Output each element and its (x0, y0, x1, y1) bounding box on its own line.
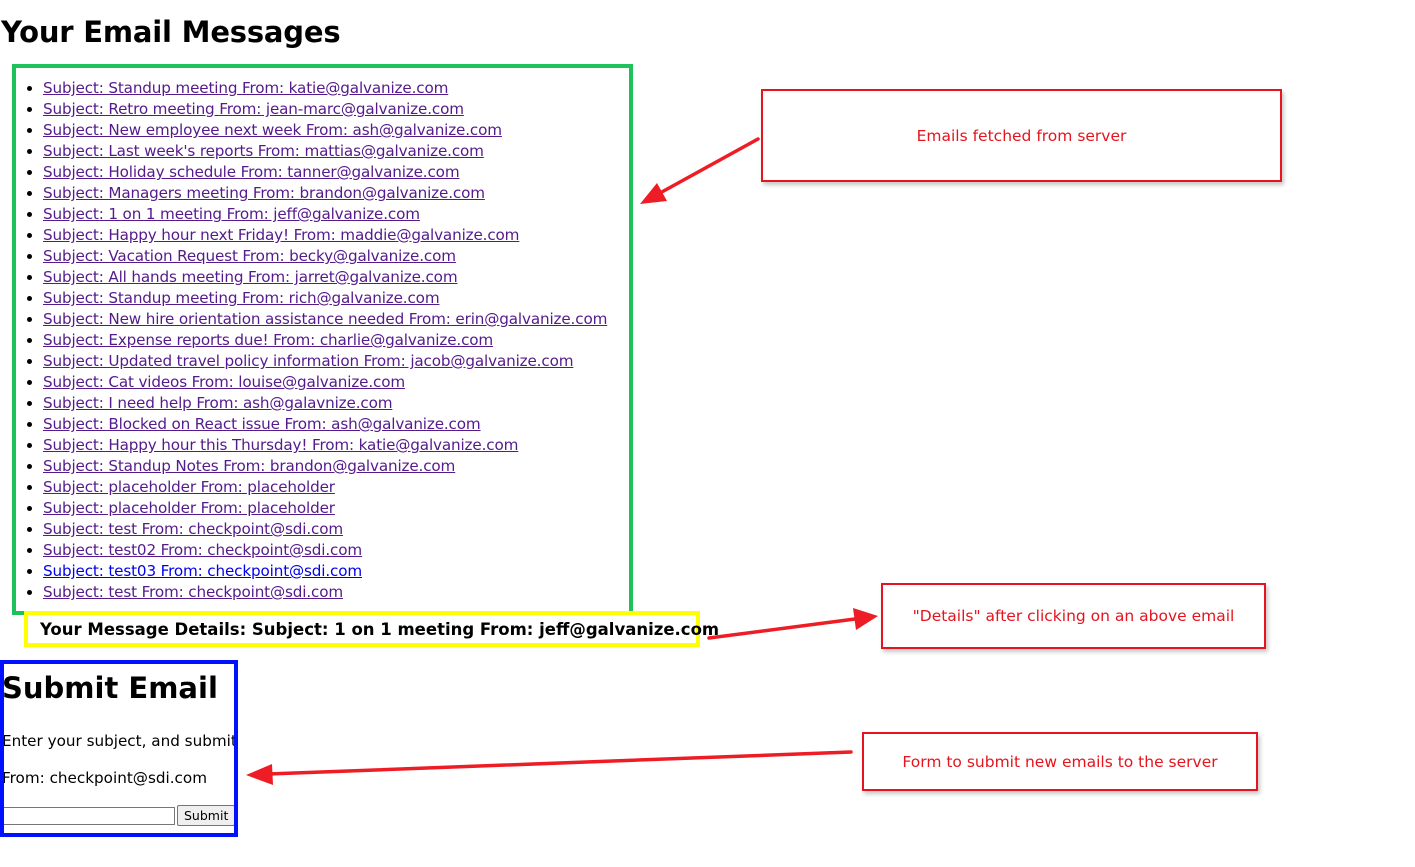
email-list-item: Subject: Updated travel policy informati… (43, 351, 607, 372)
email-link[interactable]: Subject: test From: checkpoint@sdi.com (43, 583, 344, 601)
email-list-item: Subject: Vacation Request From: becky@ga… (43, 246, 607, 267)
email-link[interactable]: Subject: Standup meeting From: katie@gal… (43, 79, 449, 97)
email-link[interactable]: Subject: placeholder From: placeholder (43, 478, 335, 496)
email-list-item: Subject: Standup meeting From: katie@gal… (43, 78, 607, 99)
arrow-form-head (246, 764, 273, 785)
email-link[interactable]: Subject: test02 From: checkpoint@sdi.com (43, 541, 363, 559)
email-link[interactable]: Subject: Holiday schedule From: tanner@g… (43, 163, 460, 181)
email-list: Subject: Standup meeting From: katie@gal… (16, 78, 607, 603)
email-list-item: Subject: All hands meeting From: jarret@… (43, 267, 607, 288)
email-list-item: Subject: Last week's reports From: matti… (43, 141, 607, 162)
email-link[interactable]: Subject: 1 on 1 meeting From: jeff@galva… (43, 205, 420, 223)
email-link[interactable]: Subject: Last week's reports From: matti… (43, 142, 484, 160)
message-details: Your Message Details: Subject: 1 on 1 me… (24, 611, 719, 647)
submit-email-form: Submit Email Enter your subject, and sub… (0, 660, 238, 837)
email-list-item: Subject: Standup Notes From: brandon@gal… (43, 456, 607, 477)
callout-submit-form-text: Form to submit new emails to the server (902, 752, 1218, 771)
email-link[interactable]: Subject: Standup meeting From: rich@galv… (43, 289, 440, 307)
email-link[interactable]: Subject: test03 From: checkpoint@sdi.com (43, 562, 363, 580)
callout-emails-fetched: Emails fetched from server (761, 89, 1282, 182)
email-list-item: Subject: Standup meeting From: rich@galv… (43, 288, 607, 309)
email-list-item: Subject: placeholder From: placeholder (43, 477, 607, 498)
submit-form-prompt: Enter your subject, and submit: (2, 732, 238, 750)
email-list-item: Subject: Happy hour next Friday! From: m… (43, 225, 607, 246)
email-list-item: Subject: Retro meeting From: jean-marc@g… (43, 99, 607, 120)
email-link[interactable]: Subject: Blocked on React issue From: as… (43, 415, 481, 433)
email-list-item: Subject: Happy hour this Thursday! From:… (43, 435, 607, 456)
email-link[interactable]: Subject: All hands meeting From: jarret@… (43, 268, 458, 286)
submit-form-from: From: checkpoint@sdi.com (2, 769, 207, 787)
email-link[interactable]: Subject: Cat videos From: louise@galvani… (43, 373, 405, 391)
email-link[interactable]: Subject: Retro meeting From: jean-marc@g… (43, 100, 464, 118)
email-link[interactable]: Subject: Vacation Request From: becky@ga… (43, 247, 456, 265)
email-list-item: Subject: New employee next week From: as… (43, 120, 607, 141)
email-link[interactable]: Subject: Updated travel policy informati… (43, 352, 574, 370)
email-link[interactable]: Subject: Happy hour this Thursday! From:… (43, 436, 519, 454)
email-list-item: Subject: test From: checkpoint@sdi.com (43, 519, 607, 540)
arrow-details-head (853, 608, 878, 630)
email-list-item: Subject: 1 on 1 meeting From: jeff@galva… (43, 204, 607, 225)
email-link[interactable]: Subject: Expense reports due! From: char… (43, 331, 494, 349)
email-list-item: Subject: I need help From: ash@galavnize… (43, 393, 607, 414)
page-title: Your Email Messages (1, 15, 341, 49)
arrow-details-line (707, 617, 857, 640)
email-link[interactable]: Subject: Managers meeting From: brandon@… (43, 184, 485, 202)
submit-form-title: Submit Email (2, 671, 218, 705)
email-list-item: Subject: Holiday schedule From: tanner@g… (43, 162, 607, 183)
email-list-item: Subject: Managers meeting From: brandon@… (43, 183, 607, 204)
email-link[interactable]: Subject: New employee next week From: as… (43, 121, 502, 139)
email-list-item: Subject: test03 From: checkpoint@sdi.com (43, 561, 607, 582)
email-list-item: Subject: Expense reports due! From: char… (43, 330, 607, 351)
arrow-form-line (266, 750, 853, 776)
email-link[interactable]: Subject: test From: checkpoint@sdi.com (43, 520, 344, 538)
email-list-item: Subject: Cat videos From: louise@galvani… (43, 372, 607, 393)
email-link[interactable]: Subject: placeholder From: placeholder (43, 499, 335, 517)
email-link[interactable]: Subject: Standup Notes From: brandon@gal… (43, 457, 456, 475)
email-list-item: Subject: Blocked on React issue From: as… (43, 414, 607, 435)
arrow-emails-line (658, 137, 760, 195)
arrow-emails-head (640, 183, 667, 204)
submit-form-row: Submit (4, 805, 234, 826)
email-list-item: Subject: placeholder From: placeholder (43, 498, 607, 519)
email-link[interactable]: Subject: I need help From: ash@galavnize… (43, 394, 393, 412)
email-link[interactable]: Subject: New hire orientation assistance… (43, 310, 608, 328)
callout-emails-fetched-text: Emails fetched from server (916, 126, 1127, 145)
email-list-item: Subject: test From: checkpoint@sdi.com (43, 582, 607, 603)
submit-button[interactable]: Submit (177, 805, 234, 826)
email-list-item: Subject: test02 From: checkpoint@sdi.com (43, 540, 607, 561)
email-list-item: Subject: New hire orientation assistance… (43, 309, 607, 330)
callout-details-text: "Details" after clicking on an above ema… (912, 607, 1235, 625)
email-link[interactable]: Subject: Happy hour next Friday! From: m… (43, 226, 520, 244)
subject-input[interactable] (4, 806, 175, 825)
email-list-container: Subject: Standup meeting From: katie@gal… (12, 64, 633, 615)
callout-details: "Details" after clicking on an above ema… (881, 583, 1266, 649)
callout-submit-form: Form to submit new emails to the server (862, 732, 1258, 791)
